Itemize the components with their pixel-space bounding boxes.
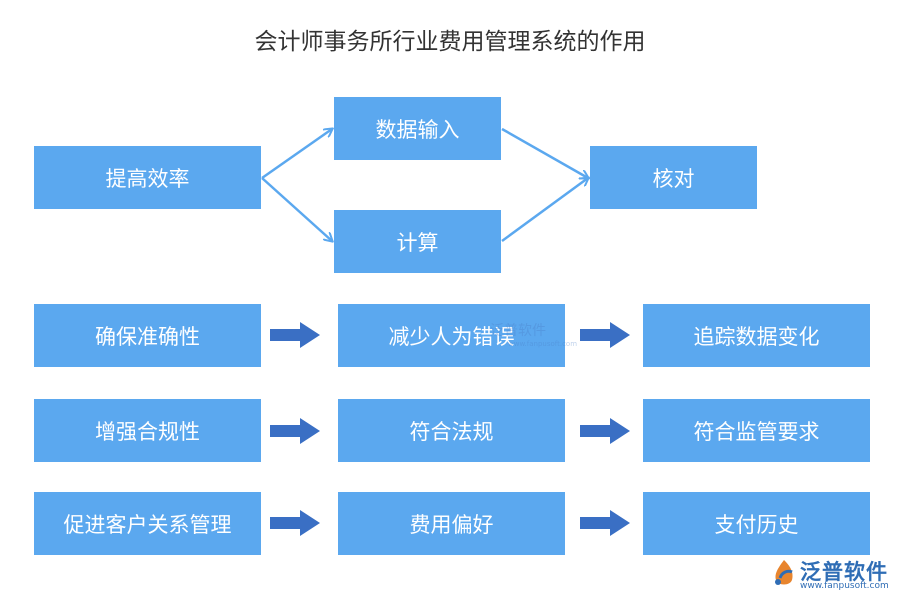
row2-left-box: 增强合规性 xyxy=(34,399,261,462)
connector-input-to-check xyxy=(501,127,588,178)
block-arrow-row1-b xyxy=(580,322,630,348)
node-calculation: 计算 xyxy=(334,210,501,273)
block-arrow-row1-a xyxy=(270,322,320,348)
row3-mid-box: 费用偏好 xyxy=(338,492,565,555)
logo-text: 泛普软件 xyxy=(800,560,888,584)
connector-efficiency-to-input xyxy=(261,129,332,180)
connector-calc-to-check xyxy=(501,178,588,243)
row3-right-box: 支付历史 xyxy=(643,492,870,555)
block-arrow-row3-a xyxy=(270,510,320,536)
block-arrow-row2-b xyxy=(580,418,630,444)
connector-efficiency-to-calc xyxy=(261,177,332,241)
watermark-text: 泛普软件 xyxy=(490,323,546,339)
logo-url: www.fanpusoft.com xyxy=(800,581,889,591)
node-data-input: 数据输入 xyxy=(334,97,501,160)
block-arrow-row2-a xyxy=(270,418,320,444)
watermark: 泛普软件 www.fanpusoft.com xyxy=(490,320,577,348)
row1-mid-box: 减少人为错误 xyxy=(338,304,565,367)
watermark-url: www.fanpusoft.com xyxy=(508,340,578,348)
diagram-title: 会计师事务所行业费用管理系统的作用 xyxy=(254,29,646,55)
node-verification: 核对 xyxy=(590,146,757,209)
node-improve-efficiency: 提高效率 xyxy=(34,146,261,209)
row2-mid-box: 符合法规 xyxy=(338,399,565,462)
brand-logo: 泛普软件 www.fanpusoft.com xyxy=(770,556,895,596)
logo-icon xyxy=(775,560,793,585)
row2-right-box: 符合监管要求 xyxy=(643,399,870,462)
row1-right-box: 追踪数据变化 xyxy=(643,304,870,367)
row1-left-box: 确保准确性 xyxy=(34,304,261,367)
row3-left-box: 促进客户关系管理 xyxy=(34,492,261,555)
block-arrow-row3-b xyxy=(580,510,630,536)
